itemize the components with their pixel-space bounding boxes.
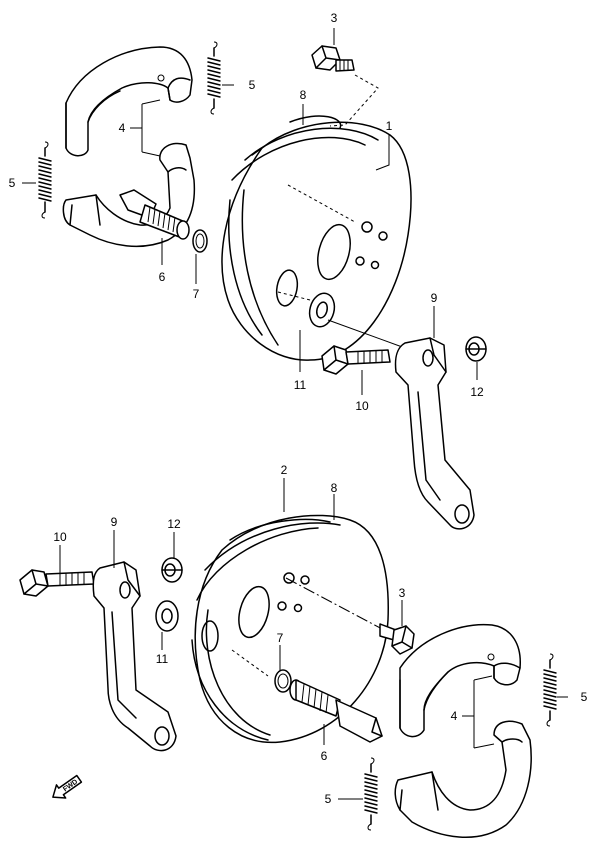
washer-12-bottom xyxy=(161,557,183,583)
spring-top-right xyxy=(207,41,221,115)
bolt-10-bottom xyxy=(19,569,95,597)
callout-12-top: 12 xyxy=(470,385,484,399)
axis-line-11-top xyxy=(327,319,406,349)
callout-9-bottom: 9 xyxy=(111,515,118,529)
spring-bottom-left xyxy=(364,757,378,831)
callout-2: 2 xyxy=(281,463,288,477)
callout-7-bottom: 7 xyxy=(277,631,284,645)
brake-drum-top xyxy=(221,115,412,361)
callout-5-bottom-left: 5 xyxy=(325,792,332,806)
washer-11-top xyxy=(308,292,336,328)
callout-5-bottom-right: 5 xyxy=(581,690,588,704)
leader-lines xyxy=(22,28,568,800)
bolt-3-bottom xyxy=(379,623,415,655)
callout-10-bottom: 10 xyxy=(53,530,67,544)
brake-arm-bottom xyxy=(92,561,177,752)
o-ring-top xyxy=(192,229,208,253)
brake-arm-top xyxy=(394,337,475,530)
callout-11-bottom: 11 xyxy=(156,652,169,666)
callout-5-top-right: 5 xyxy=(249,78,256,92)
brake-shoe-lower-bottom xyxy=(394,720,532,838)
fwd-direction-marker: FWD xyxy=(52,774,83,799)
axis-line-3-top xyxy=(329,74,379,127)
fwd-label: FWD xyxy=(62,779,79,794)
bolt-3-top xyxy=(311,45,355,72)
brake-drum-bottom xyxy=(191,514,389,744)
axis-line-3-bottom xyxy=(285,577,385,631)
callout-6-bottom: 6 xyxy=(321,749,328,763)
callout-7-top: 7 xyxy=(193,287,200,301)
arrow-icon xyxy=(52,774,83,799)
callout-1: 1 xyxy=(386,119,393,133)
callout-8-top: 8 xyxy=(300,88,307,102)
callout-8-bottom: 8 xyxy=(331,481,338,495)
washer-12-top xyxy=(465,336,487,362)
callout-5-top-left: 5 xyxy=(9,176,16,190)
callout-4-bottom: 4 xyxy=(451,709,458,723)
camshaft-top xyxy=(119,189,190,240)
callout-9-top: 9 xyxy=(431,291,438,305)
bolt-10-top xyxy=(321,345,391,375)
brake-shoe-upper-bottom xyxy=(399,623,521,738)
callout-4-top: 4 xyxy=(119,121,126,135)
callout-6-top: 6 xyxy=(159,270,166,284)
callout-12-bottom: 12 xyxy=(167,517,181,531)
spring-bottom-right xyxy=(543,653,557,727)
callout-3-top: 3 xyxy=(331,11,338,25)
callout-11-top: 11 xyxy=(294,378,307,392)
callout-10-top: 10 xyxy=(355,399,369,413)
spring-top-left xyxy=(38,141,52,219)
callout-3-bottom: 3 xyxy=(399,586,406,600)
brake-shoe-upper-top xyxy=(65,46,193,157)
washer-11-bottom xyxy=(155,600,179,632)
callout-labels: 3 8 1 5 4 5 6 7 9 11 10 12 2 8 10 9 12 3… xyxy=(9,11,588,806)
o-ring-bottom xyxy=(274,669,292,693)
camshaft-bottom xyxy=(289,679,383,743)
